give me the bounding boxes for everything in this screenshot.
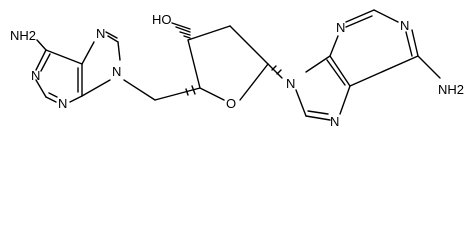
bond-n7-c8-left [107,35,119,43]
bond-c3prime-c2prime [187,25,231,41]
bond-n9-c8-right [295,89,307,117]
bond-c2prime-c1prime [229,25,269,65]
bond-ch2-c4prime [154,87,201,101]
hydroxyl-label: HO [152,12,172,27]
right-adenine [295,9,441,121]
bond-o-c1prime [239,63,269,101]
bond-c4-n9-right [305,55,331,73]
atom-n-left-7: N [96,26,105,41]
bond-n3-c4-left [69,95,83,103]
bond-c5-c6-left [45,49,83,65]
atom-n-left-9: N [112,64,121,79]
bond-c6-n1-left-inner [40,53,51,72]
stereo-hash-right [267,63,283,79]
bond-n7-c5-right [339,85,351,115]
amine-label-left: NH2 [10,28,36,43]
stereo-hash-left [185,85,196,96]
bond-n1-c2-left [35,79,47,98]
bond-c4prime-c3prime [187,39,201,89]
left-adenine [35,31,121,103]
bond-c2-n3-left-inner [48,92,58,98]
hashed-bond-oh [171,22,191,39]
bond-c5-c4-right-inner [326,59,346,86]
bond-n3-c2-right-inner [345,15,373,28]
bond-n9-ch2 [123,79,156,101]
ring-oxygen-label: O [226,96,236,111]
bond-c6-nh2-right [417,55,441,79]
atom-n-left-3: N [58,96,67,111]
bond-c4-n3-right [329,35,339,57]
bond-c8-n7-right [305,115,331,121]
atom-labels: NH2 N N N N HO O N N N N NH2 [10,12,464,129]
atom-n-right-3: N [336,20,345,35]
bond-n7-c8-left-inner [105,31,118,39]
bond-n1-c6-right [411,29,419,57]
bond-c2-n3-left [45,96,57,103]
bond-c6-nh2-left [36,39,47,51]
bond-c8-n7-right-inner [307,110,329,115]
sugar-ring [171,22,283,101]
bond-c5-c4-right [329,55,351,87]
bond-c5-n7-left [81,41,95,65]
atom-n-right-7: N [330,114,339,129]
chemical-structure-diagram: NH2 N N N N HO O N N N N NH2 [10,9,464,129]
bond-n1-c6-right-inner [405,31,413,57]
bond-n3-c2-right [345,9,375,23]
atom-n-left-1: N [31,68,40,83]
bond-c6-c5-right [349,55,419,87]
bond-n9-c4-left [81,79,111,97]
atom-n-right-9: N [286,76,295,91]
bond-c2-n1-right [373,9,399,23]
amine-label-right: NH2 [438,82,464,97]
bond-c8-n9-left [117,41,121,61]
atom-n-right-1: N [400,18,409,33]
bond-c4prime-o [199,87,225,101]
bond-c6-n1-left [35,49,47,71]
